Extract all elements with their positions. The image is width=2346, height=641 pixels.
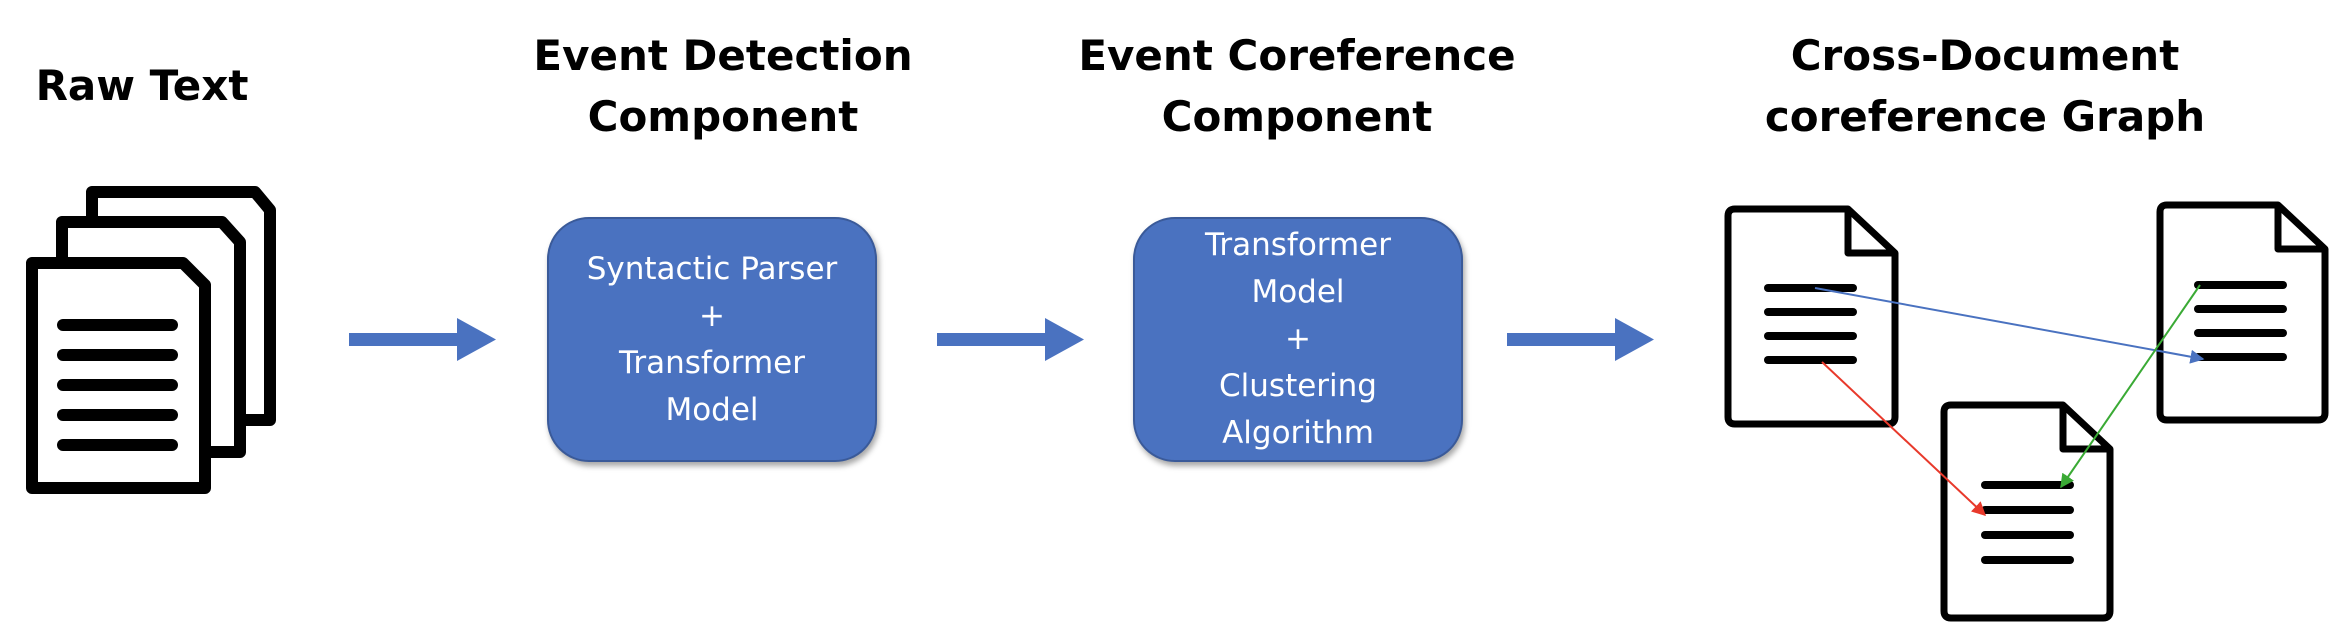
event-coreference-box: Transformer Model + Clustering Algorithm xyxy=(1133,217,1463,462)
event-detection-heading-line-1: Event Detection xyxy=(533,31,913,80)
coreference-edge-red xyxy=(1821,361,1987,516)
raw-text-heading-line-1: Raw Text xyxy=(35,61,249,110)
graph-document-3-icon xyxy=(1940,401,2114,622)
graph-document-1-icon xyxy=(1724,205,1899,428)
raw-text-heading: Raw Text xyxy=(36,55,249,116)
cross-document-heading: Cross-Document coreference Graph xyxy=(1765,25,2205,147)
event-coreference-box-line-4: Clustering xyxy=(1219,368,1377,404)
flow-arrow-2 xyxy=(937,318,1084,361)
flow-arrow-1 xyxy=(349,318,496,361)
graph-document-2-icon xyxy=(2156,201,2329,424)
event-coreference-box-line-1: Transformer xyxy=(1204,227,1391,263)
event-detection-box: Syntactic Parser + Transformer Model xyxy=(547,217,877,462)
event-detection-box-line-2: + xyxy=(699,297,725,334)
coreference-edge-green xyxy=(2060,284,2201,489)
flow-arrow-3 xyxy=(1507,318,1654,361)
event-detection-box-line-3: Transformer xyxy=(618,344,805,381)
coreference-edge-blue xyxy=(1814,287,2205,364)
cross-document-heading-line-2: coreference Graph xyxy=(1764,92,2206,141)
event-coreference-heading: Event Coreference Component xyxy=(1078,25,1515,147)
event-detection-heading-line-2: Component xyxy=(587,92,859,141)
cross-document-heading-line-1: Cross-Document xyxy=(1790,31,2180,80)
event-detection-box-line-1: Syntactic Parser xyxy=(586,250,838,287)
event-coreference-box-line-5: Algorithm xyxy=(1222,415,1374,451)
event-coreference-heading-line-1: Event Coreference xyxy=(1078,31,1516,80)
document-stack-front-page xyxy=(26,257,211,494)
document-stack-icon xyxy=(26,186,276,494)
event-coreference-box-line-3: + xyxy=(1285,321,1311,357)
event-detection-heading: Event Detection Component xyxy=(533,25,912,147)
event-coreference-box-line-2: Model xyxy=(1251,274,1345,310)
event-coreference-heading-line-2: Component xyxy=(1161,92,1433,141)
event-detection-box-line-4: Model xyxy=(665,391,759,428)
